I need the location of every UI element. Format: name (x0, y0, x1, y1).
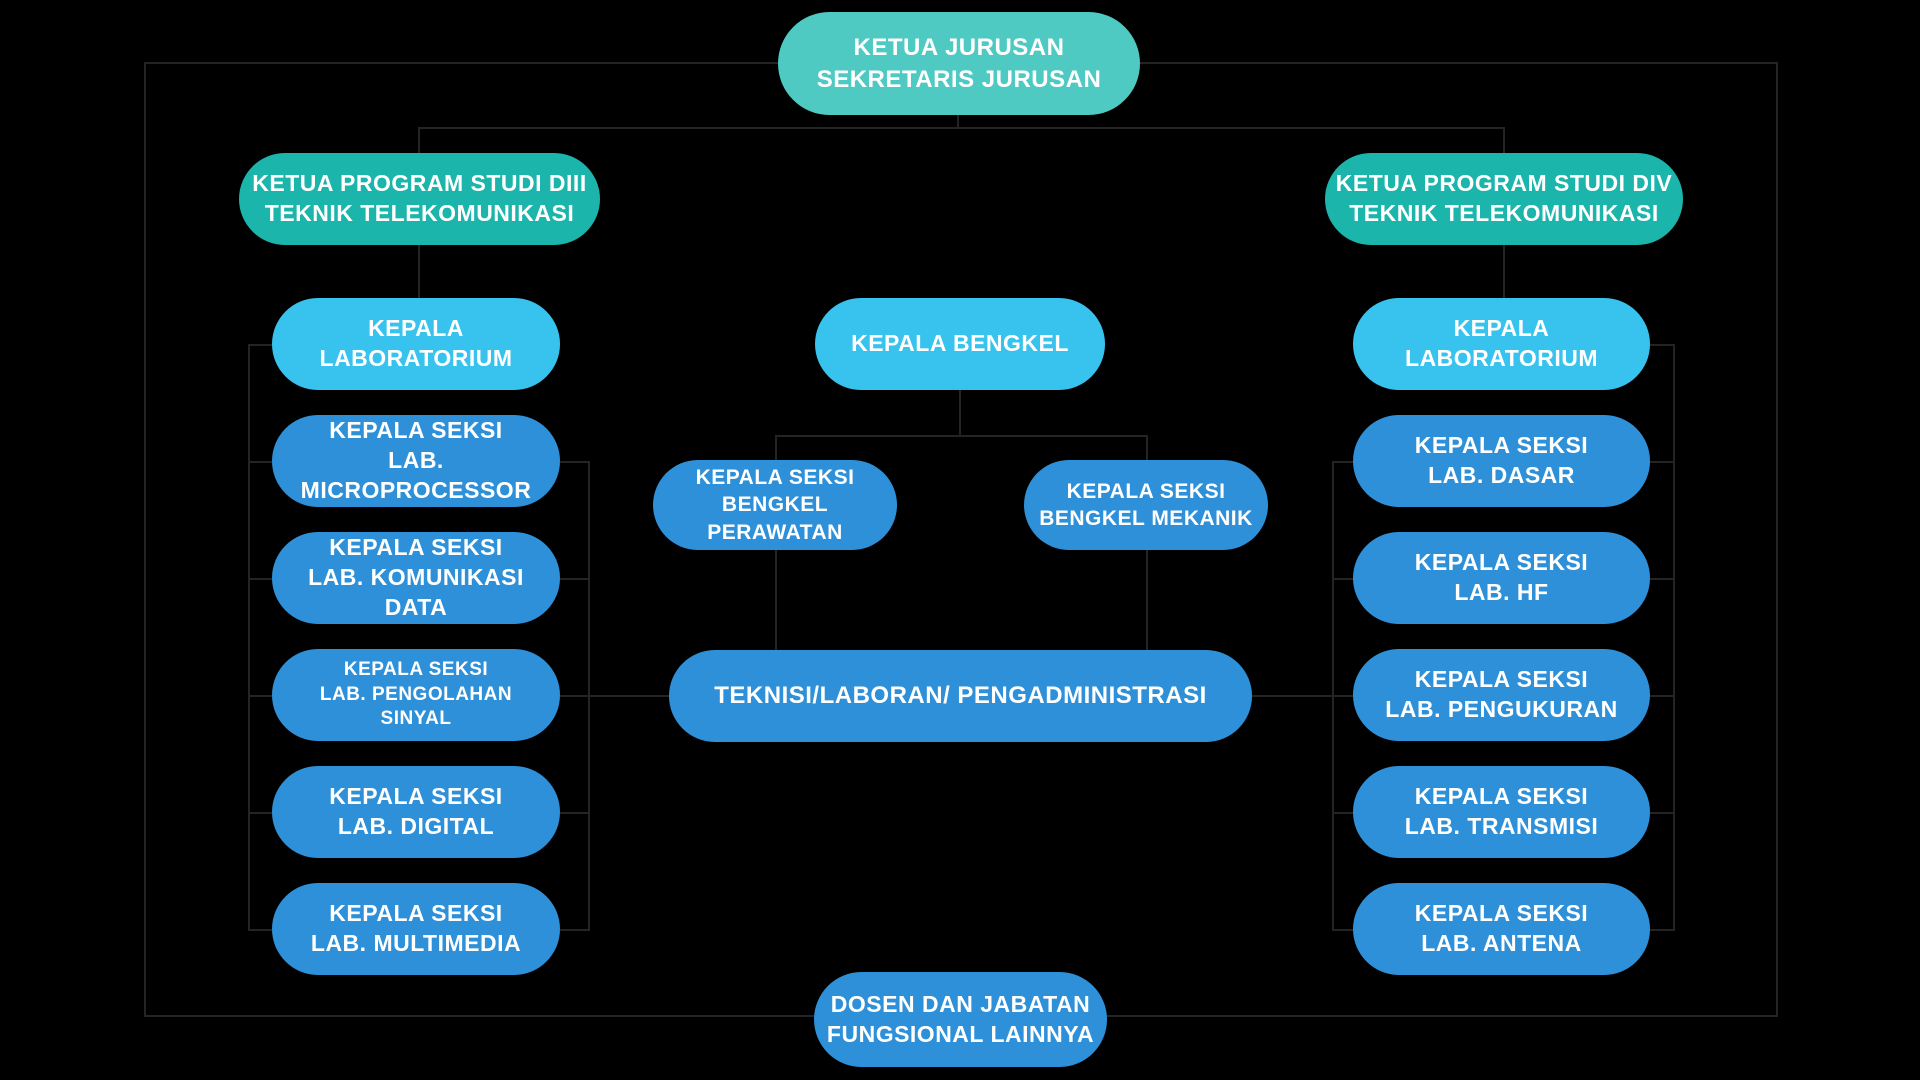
stub-line (1650, 578, 1675, 580)
connector-teknisi-left (560, 695, 669, 697)
stub-line (1332, 929, 1355, 931)
connector-bengkel-horizontal (775, 435, 1148, 437)
connector-main-horizontal (418, 127, 1505, 129)
connector-teknisi-right (1252, 695, 1355, 697)
stub-line (1650, 812, 1675, 814)
node-seksi-lab-komunikasi-data: KEPALA SEKSI LAB. KOMUNIKASI DATA (272, 532, 560, 624)
node-ketua-prodi-d4: KETUA PROGRAM STUDI DIV TEKNIK TELEKOMUN… (1325, 153, 1683, 245)
node-kepala-laboratorium-left: KEPALA LABORATORIUM (272, 298, 560, 390)
stub-line (560, 812, 590, 814)
node-seksi-bengkel-mekanik: KEPALA SEKSI BENGKEL MEKANIK (1024, 460, 1268, 550)
node-dosen-jabatan-fungsional: DOSEN DAN JABATAN FUNGSIONAL LAINNYA (814, 972, 1107, 1067)
stub-line (1332, 812, 1355, 814)
node-seksi-lab-dasar: KEPALA SEKSI LAB. DASAR (1353, 415, 1650, 507)
node-teknisi-laboran-pengadministrasi: TEKNISI/LABORAN/ PENGADMINISTRASI (669, 650, 1252, 742)
stub-line (1650, 461, 1675, 463)
stub-line (1650, 929, 1675, 931)
node-seksi-lab-hf: KEPALA SEKSI LAB. HF (1353, 532, 1650, 624)
connector-root-drop (957, 115, 959, 129)
stub-line (248, 578, 274, 580)
node-seksi-lab-pengolahan-sinyal: KEPALA SEKSI LAB. PENGOLAHAN SINYAL (272, 649, 560, 741)
node-seksi-lab-multimedia: KEPALA SEKSI LAB. MULTIMEDIA (272, 883, 560, 975)
stub-line (248, 695, 274, 697)
node-ketua-jurusan-sekretaris-jurusan: KETUA JURUSAN SEKRETARIS JURUSAN (778, 12, 1140, 115)
stub-line (248, 929, 274, 931)
node-seksi-lab-antena: KEPALA SEKSI LAB. ANTENA (1353, 883, 1650, 975)
connector-bengkel-drop (959, 390, 961, 437)
node-seksi-lab-transmisi: KEPALA SEKSI LAB. TRANSMISI (1353, 766, 1650, 858)
stub-line (560, 929, 590, 931)
stub-line (560, 578, 590, 580)
node-kepala-laboratorium-right: KEPALA LABORATORIUM (1353, 298, 1650, 390)
stub-line (248, 812, 274, 814)
stub-line (248, 344, 274, 346)
node-seksi-lab-microprocessor: KEPALA SEKSI LAB. MICROPROCESSOR (272, 415, 560, 507)
stub-line (248, 461, 274, 463)
node-seksi-bengkel-perawatan: KEPALA SEKSI BENGKEL PERAWATAN (653, 460, 897, 550)
connector-left-outer-rail (248, 344, 250, 931)
stub-line (560, 461, 590, 463)
stub-line (1332, 461, 1355, 463)
stub-line (1650, 695, 1675, 697)
stub-line (1650, 344, 1675, 346)
connector-right-outer-rail (1673, 344, 1675, 931)
node-seksi-lab-digital: KEPALA SEKSI LAB. DIGITAL (272, 766, 560, 858)
node-ketua-prodi-d3: KETUA PROGRAM STUDI DIII TEKNIK TELEKOMU… (239, 153, 600, 245)
node-kepala-bengkel: KEPALA BENGKEL (815, 298, 1105, 390)
stub-line (1332, 578, 1355, 580)
node-seksi-lab-pengukuran: KEPALA SEKSI LAB. PENGUKURAN (1353, 649, 1650, 741)
